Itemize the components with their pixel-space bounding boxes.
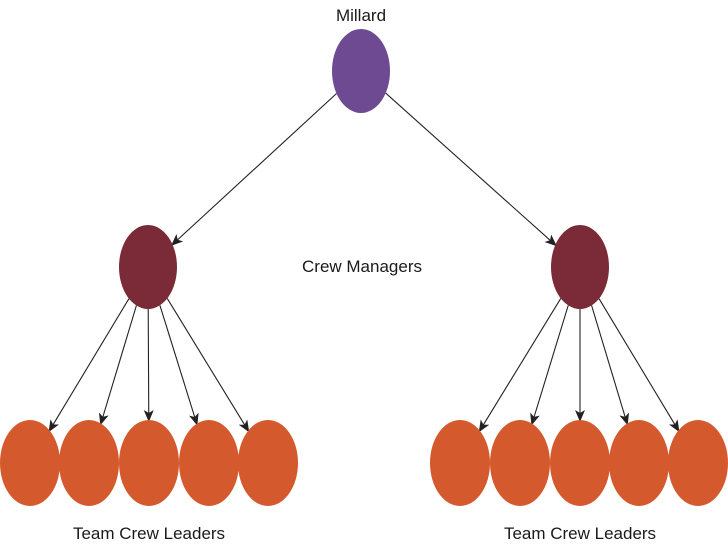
manager-node-left [119, 225, 177, 309]
leader-node [0, 420, 60, 506]
team-crew-leaders-right-group [430, 420, 728, 506]
edge-manager-to-leader [598, 298, 680, 433]
edge-root-to-manager [385, 92, 557, 247]
leader-node [430, 420, 490, 506]
edge-manager-to-leader [98, 305, 137, 426]
team-crew-leaders-label-right: Team Crew Leaders [504, 524, 656, 543]
leader-node [238, 420, 298, 506]
edge-manager-to-leader [48, 298, 130, 433]
edge-manager-to-leader [143, 308, 154, 423]
leader-node [59, 420, 119, 506]
team-crew-leaders-label-left: Team Crew Leaders [73, 524, 225, 543]
leader-node [119, 420, 179, 506]
root-label: Millard [336, 6, 386, 25]
edge-manager-to-leader [159, 305, 199, 426]
edge-manager-to-leader [166, 298, 250, 433]
root-node-millard [332, 29, 390, 113]
leader-node [179, 420, 239, 506]
edge-manager-to-leader [530, 305, 569, 426]
leader-node [550, 420, 610, 506]
edge-manager-to-leader [591, 305, 630, 426]
manager-node-right [551, 225, 609, 309]
connector-edges [48, 92, 680, 433]
team-crew-leaders-left-group [0, 420, 298, 506]
crew-managers-label: Crew Managers [302, 257, 422, 276]
edge-manager-to-leader [478, 298, 562, 433]
edge-root-to-manager [171, 93, 337, 246]
leader-node [609, 420, 669, 506]
leader-node [490, 420, 550, 506]
leader-node [668, 420, 728, 506]
